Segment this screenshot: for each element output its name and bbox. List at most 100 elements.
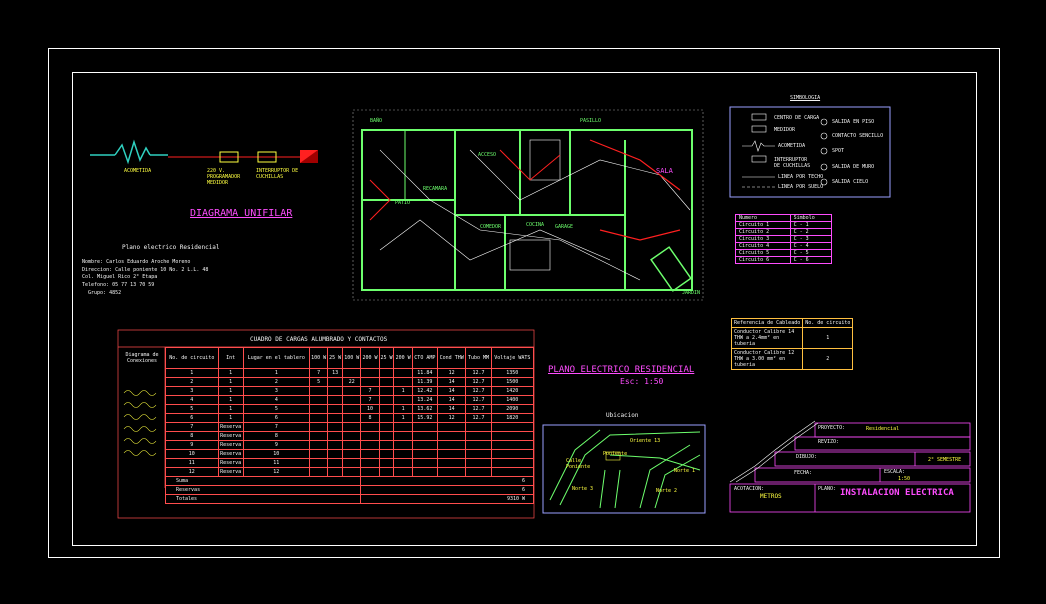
table-header: 100 W: [308, 347, 329, 369]
table-cell: [490, 467, 535, 477]
table-header: Cond THW: [436, 347, 467, 369]
table-cell: 14: [436, 386, 467, 396]
table-cell: 8: [242, 431, 310, 441]
table-cell: [411, 431, 438, 441]
table-cell: [490, 458, 535, 468]
table-cell: 12.7: [465, 377, 492, 387]
table-cell: [308, 413, 329, 423]
table-row: Numero Simbolo: [735, 214, 833, 222]
table-cell: [327, 386, 344, 396]
table-cell: 7: [360, 386, 380, 396]
table-cell: [393, 467, 413, 477]
totals-value: 9310 W: [360, 494, 534, 504]
table-cell: [378, 431, 395, 441]
street-label: Norte 3: [572, 486, 594, 492]
table-cell: [342, 440, 362, 450]
table-cell: [327, 458, 344, 468]
table-cell: [378, 413, 395, 423]
table-cell: [436, 449, 467, 459]
table-cell: [411, 458, 438, 468]
unifilar-diagram: [90, 139, 318, 165]
table-cell: 1820: [490, 413, 535, 423]
table-cell: 1: [217, 404, 244, 414]
table-cell: 1: [217, 377, 244, 387]
table-cell: 10: [165, 449, 219, 459]
table-cell: [342, 386, 362, 396]
table-cell: 1500: [490, 377, 535, 387]
dibujo-label: DIBUJO:: [796, 454, 818, 460]
info-line: Col. Miguel Rico 2° Etapa: [82, 274, 158, 280]
table-cell: [378, 386, 395, 396]
table-cell: [378, 377, 395, 387]
table-cell: 14: [436, 377, 467, 387]
table-cell: [308, 458, 329, 468]
ubicacion-title: Ubicacion: [606, 412, 639, 419]
drawing-inner-frame: [72, 72, 977, 546]
table-cell: [327, 467, 344, 477]
table-cell: [490, 431, 535, 441]
table-cell: 2: [165, 377, 219, 387]
table-cell: 14: [436, 404, 467, 414]
table-cell: 7: [360, 395, 380, 405]
table-header: 25 W: [378, 347, 395, 369]
table-cell: [342, 422, 362, 432]
table-row: Conductor Calibre 14 THW a 2.4mm² en tub…: [730, 327, 854, 349]
table-header: Numero: [735, 214, 791, 222]
table-cell: 5: [165, 404, 219, 414]
room-label: BAÑO: [370, 118, 383, 124]
totals-label: Reservas: [164, 485, 362, 495]
table-cell: 12: [165, 467, 219, 477]
symbol-label: SPOT: [832, 148, 845, 154]
plano-label: PLANO:: [818, 486, 837, 492]
table-cell: [327, 413, 344, 423]
table-cell: [378, 404, 395, 414]
table-cell: 1: [217, 368, 244, 378]
table-cell: Circuito 5: [735, 249, 791, 257]
table-cell: C - 3: [789, 235, 833, 243]
simbologia-frame: [729, 106, 891, 198]
table-cell: Conductor Calibre 12 THW a 3.00 mm² en t…: [730, 348, 804, 370]
unifilar-title: DIAGRAMA UNIFILAR: [190, 208, 293, 219]
escala-value: 1:50: [898, 476, 911, 482]
floor-plan: [352, 109, 704, 301]
connection-diagram: [123, 390, 157, 456]
table-header: 25 W: [327, 347, 344, 369]
table-cell: [465, 431, 492, 441]
table-cell: [393, 422, 413, 432]
table-cell: Reserva: [217, 422, 244, 432]
symbol-label: ACOMETIDA: [778, 143, 806, 149]
table-header: Referencia de Cableado: [730, 318, 804, 328]
plan-scale: Esc: 1:50: [620, 377, 664, 386]
fecha-label: FECHA:: [794, 470, 813, 476]
table-cell: C - 2: [789, 228, 833, 236]
proyecto-value: Residencial: [866, 426, 900, 432]
table-cell: 1: [217, 386, 244, 396]
table-cell: 3: [242, 386, 310, 396]
table-cell: 7: [242, 422, 310, 432]
room-label: PASILLO: [580, 118, 602, 124]
table-cell: 1: [217, 395, 244, 405]
table-cell: 12.7: [465, 368, 492, 378]
table-cell: 5: [242, 404, 310, 414]
table-cell: C - 1: [789, 221, 833, 229]
table-header: 200 W: [360, 347, 380, 369]
table-cell: [327, 422, 344, 432]
table-cell: 6: [165, 413, 219, 423]
table-cell: Circuito 3: [735, 235, 791, 243]
drawing-outer-frame: [48, 48, 1000, 558]
table-cell: 8: [360, 413, 380, 423]
table-cell: [465, 449, 492, 459]
table-cell: Reserva: [217, 449, 244, 459]
table-cell: 4: [165, 395, 219, 405]
table-cell: Circuito 4: [735, 242, 791, 250]
table-cell: 6: [242, 413, 310, 423]
table-cell: [327, 404, 344, 414]
table-header: Tubo MM: [465, 347, 492, 369]
street-label: Norte 2: [656, 488, 678, 494]
table-cell: [308, 395, 329, 405]
table-cell: [342, 404, 362, 414]
